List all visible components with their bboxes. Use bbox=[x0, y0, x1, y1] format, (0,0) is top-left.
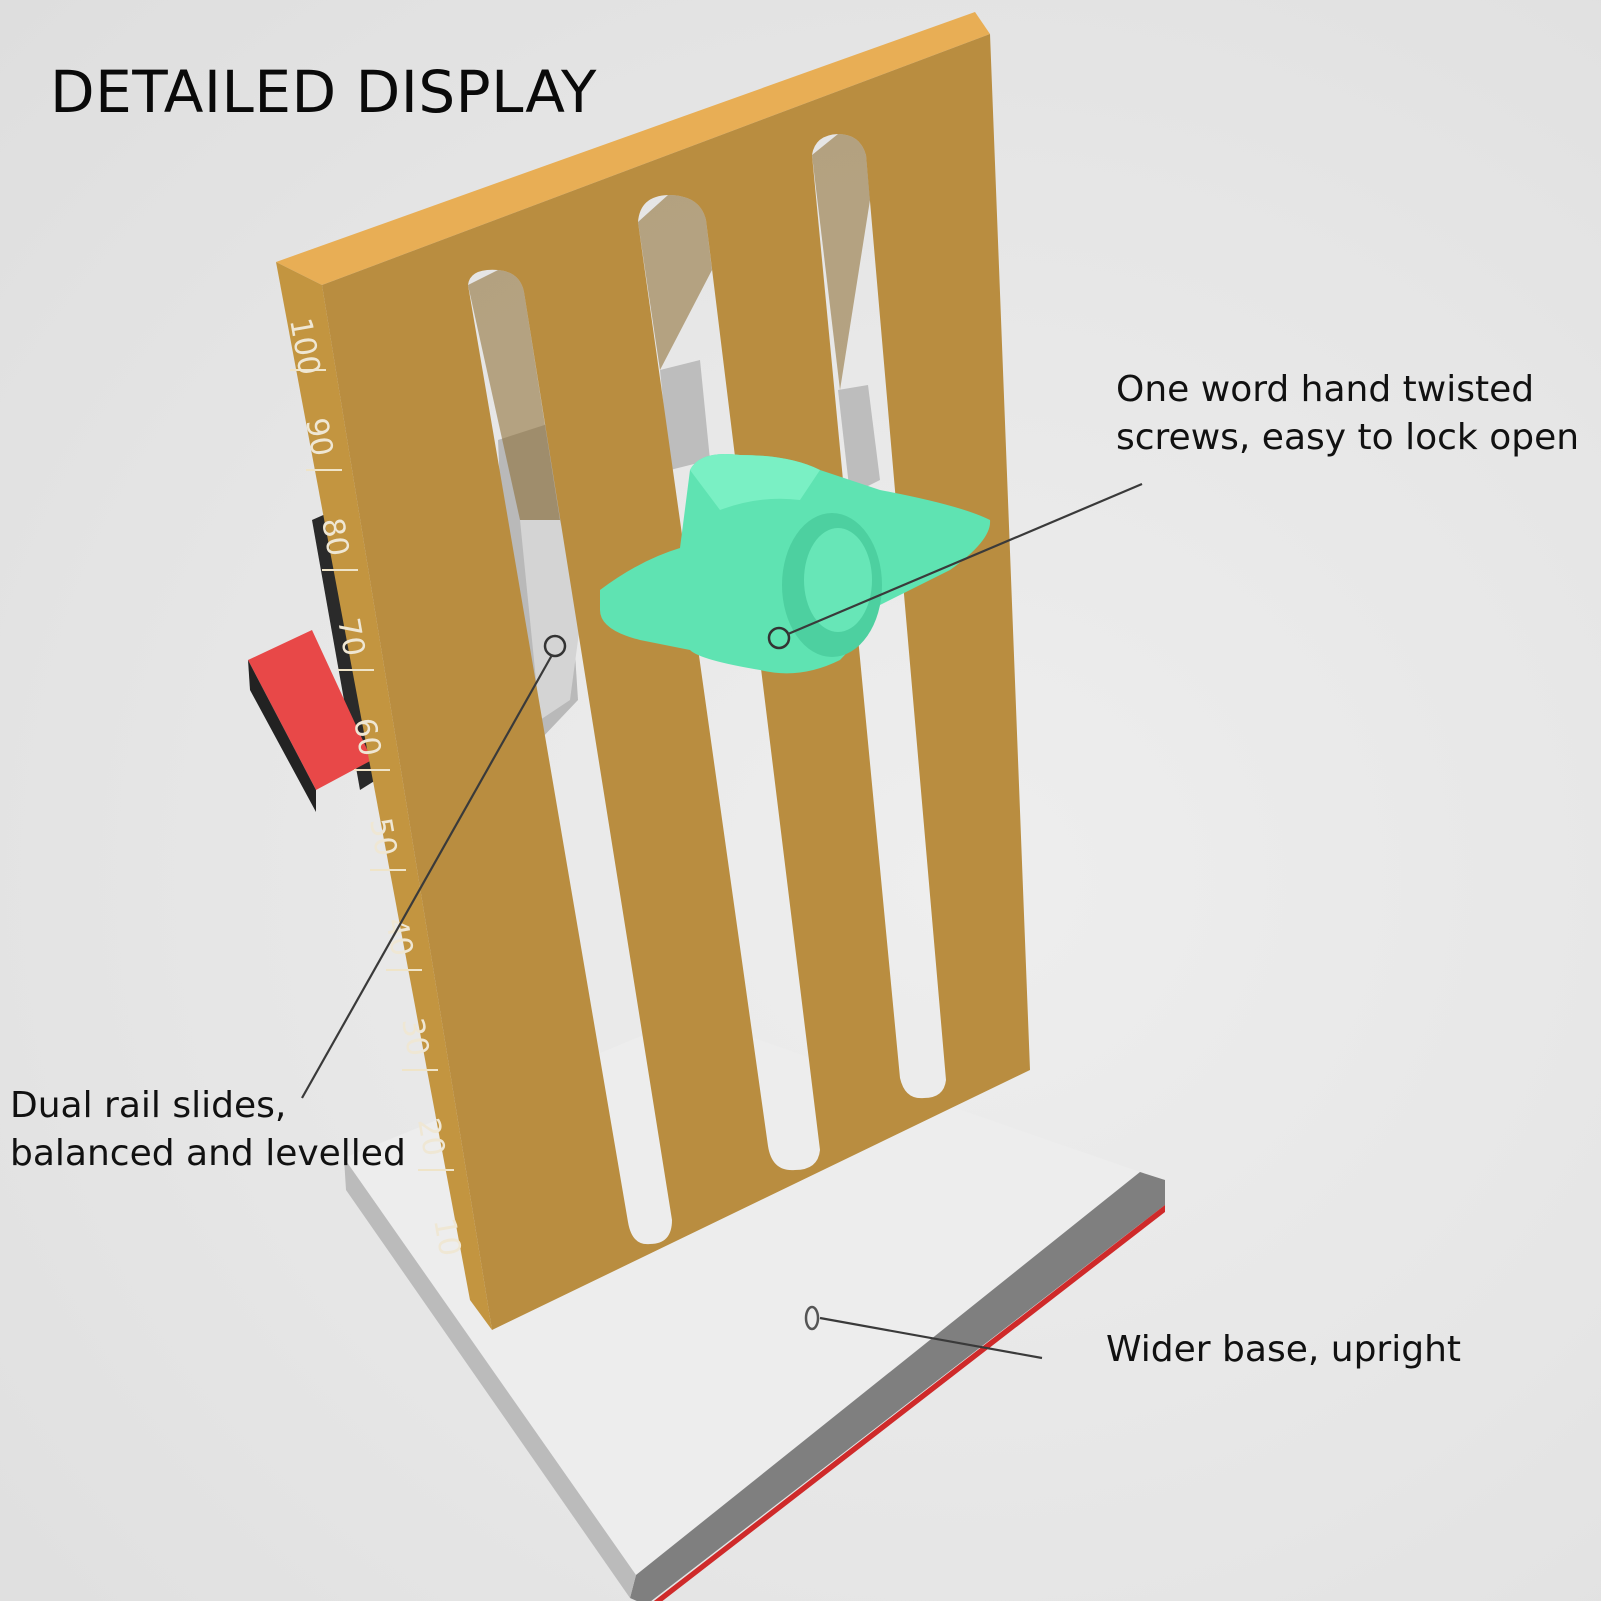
callout-rails-line-1: Dual rail slides, bbox=[10, 1085, 287, 1126]
page-title: DETAILED DISPLAY bbox=[50, 58, 597, 126]
callout-base-line-1: Wider base, upright bbox=[1106, 1329, 1462, 1370]
callout-knob-line-2: screws, easy to lock open bbox=[1116, 417, 1580, 458]
scale-label-30: 30 bbox=[394, 1015, 435, 1059]
callout-knob: One word hand twisted screws, easy to lo… bbox=[1116, 366, 1579, 462]
scale-label-10: 10 bbox=[426, 1215, 467, 1259]
wing-knob bbox=[600, 454, 991, 674]
scale-label-60: 60 bbox=[346, 715, 387, 759]
callout-rails-line-2: balanced and levelled bbox=[10, 1133, 406, 1174]
leader-lines bbox=[301, 482, 1143, 1360]
callout-knob-line-1: One word hand twisted bbox=[1116, 369, 1535, 410]
callout-rails: Dual rail slides, balanced and levelled bbox=[10, 1082, 406, 1178]
scale-ticks bbox=[290, 369, 454, 1171]
upright-plate bbox=[276, 12, 1030, 1330]
base-leader-line bbox=[819, 1316, 1043, 1360]
scale-label-20: 20 bbox=[410, 1115, 451, 1159]
scale-label-50: 50 bbox=[362, 815, 403, 859]
rails-leader-line bbox=[301, 654, 553, 1099]
scale-label-80: 80 bbox=[314, 515, 355, 559]
slider-marker bbox=[543, 634, 567, 658]
scale-label-70: 70 bbox=[330, 615, 371, 659]
knob-leader-line bbox=[787, 482, 1143, 636]
callout-base: Wider base, upright bbox=[1106, 1326, 1461, 1374]
scale-label-90: 90 bbox=[298, 415, 339, 459]
